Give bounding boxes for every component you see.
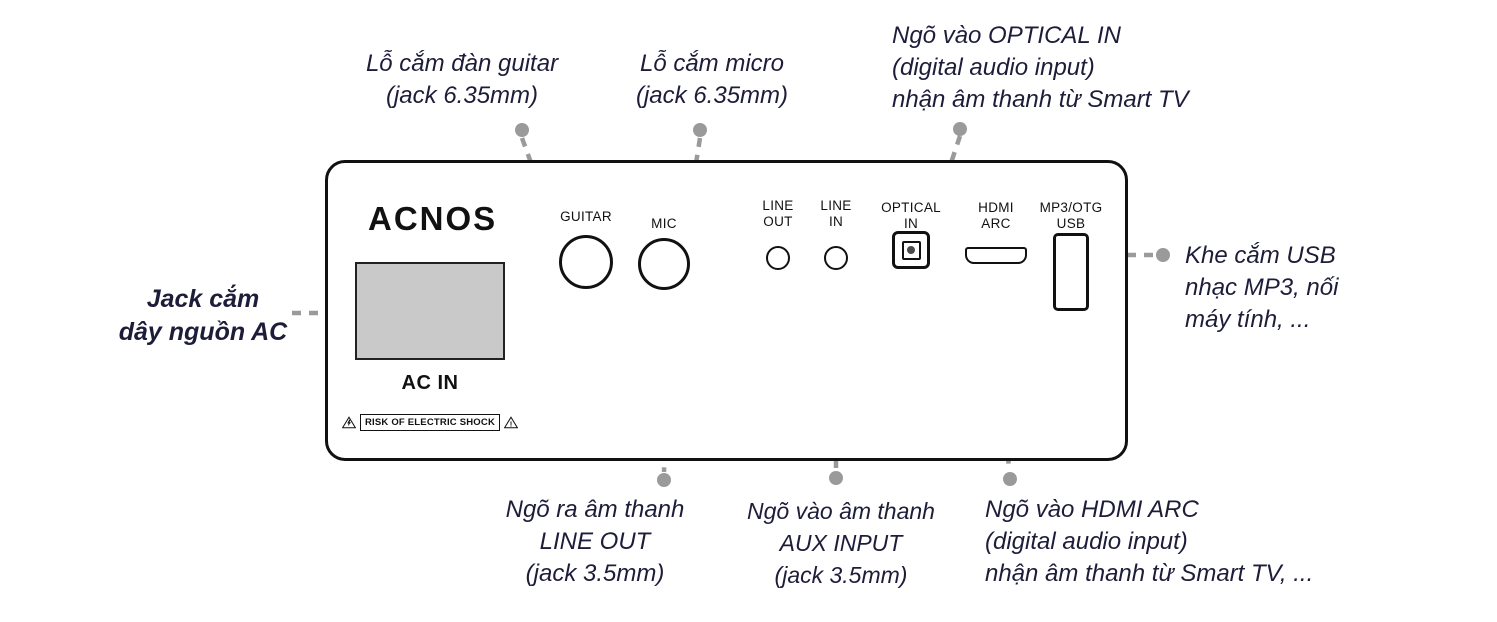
brand-logo: ACNOS bbox=[368, 200, 498, 237]
connector-dot-optical bbox=[953, 122, 967, 136]
usb-port bbox=[1053, 233, 1089, 311]
hdmi-arc-port bbox=[965, 247, 1027, 264]
connector-dot-mic bbox=[693, 123, 707, 137]
line-out-port-label: LINE OUT bbox=[748, 198, 808, 230]
callout-guitar-jack-line1: Lỗ cắm đàn guitar bbox=[365, 50, 559, 77]
callout-aux-in-line3: (jack 3.5mm) bbox=[774, 562, 908, 588]
callout-aux-in: Ngõ vào âm thanh AUX INPUT (jack 3.5mm) bbox=[721, 495, 961, 591]
callout-line-out-line3: (jack 3.5mm) bbox=[525, 560, 665, 587]
guitar-port-label: GUITAR bbox=[560, 209, 612, 224]
connector-dot-line-out bbox=[657, 473, 671, 487]
callout-mic-jack-line1: Lỗ cắm micro bbox=[639, 50, 785, 77]
callout-hdmi-arc-line3: nhận âm thanh từ Smart TV, ... bbox=[985, 560, 1314, 587]
callout-guitar-jack: Lỗ cắm đàn guitar (jack 6.35mm) bbox=[342, 48, 582, 112]
callout-mic-jack-line2: (jack 6.35mm) bbox=[635, 82, 789, 109]
line-out-label-line1: LINE bbox=[762, 198, 794, 213]
optical-in-port bbox=[892, 231, 930, 269]
line-out-jack-port bbox=[766, 246, 790, 270]
callout-hdmi-arc-line2: (digital audio input) bbox=[985, 528, 1188, 555]
callout-usb-line1: Khe cắm USB bbox=[1185, 242, 1336, 269]
hdmi-port-label: HDMI ARC bbox=[960, 200, 1032, 232]
guitar-jack-port bbox=[559, 235, 613, 289]
electric-shock-warning-icon bbox=[342, 416, 356, 429]
line-in-label-line1: LINE bbox=[820, 198, 852, 213]
hdmi-label-line2: ARC bbox=[981, 216, 1011, 231]
optical-label-line2: IN bbox=[903, 216, 919, 231]
optical-in-port-inner bbox=[901, 240, 921, 260]
connector-dot-guitar bbox=[515, 123, 529, 137]
callout-aux-in-line1: Ngõ vào âm thanh bbox=[747, 498, 935, 524]
mic-port-label: MIC bbox=[651, 216, 677, 231]
caution-warning-icon: ! bbox=[504, 416, 518, 429]
ac-power-inlet bbox=[355, 262, 505, 360]
callout-ac-power-line2: dây nguồn AC bbox=[118, 318, 288, 346]
svg-text:!: ! bbox=[510, 420, 513, 429]
usb-label-line1: MP3/OTG bbox=[1039, 200, 1103, 215]
line-in-port-label: LINE IN bbox=[806, 198, 866, 230]
ac-inlet-label: AC IN bbox=[401, 372, 459, 394]
callout-line-out-line2: LINE OUT bbox=[539, 528, 651, 555]
callout-usb-line2: nhạc MP3, nối bbox=[1185, 274, 1339, 301]
usb-label-line2: USB bbox=[1056, 216, 1086, 231]
callout-hdmi-arc: Ngõ vào HDMI ARC (digital audio input) n… bbox=[985, 494, 1385, 590]
connector-dot-hdmi-arc bbox=[1003, 472, 1017, 486]
warning-strip: RISK OF ELECTRIC SHOCK ! bbox=[342, 412, 518, 433]
connector-dot-usb bbox=[1156, 248, 1170, 262]
hdmi-label-line1: HDMI bbox=[978, 200, 1014, 215]
callout-ac-power-line1: Jack cắm bbox=[146, 285, 260, 313]
connector-dot-aux-in bbox=[829, 471, 843, 485]
usb-port-label: MP3/OTG USB bbox=[1032, 200, 1110, 232]
callout-hdmi-arc-line1: Ngõ vào HDMI ARC bbox=[985, 496, 1199, 523]
callout-ac-power: Jack cắm dây nguồn AC bbox=[108, 283, 298, 349]
callout-usb: Khe cắm USB nhạc MP3, nối máy tính, ... bbox=[1185, 240, 1415, 336]
callout-line-out-line1: Ngõ ra âm thanh bbox=[505, 496, 685, 523]
callout-aux-in-line2: AUX INPUT bbox=[779, 530, 903, 556]
callout-guitar-jack-line2: (jack 6.35mm) bbox=[385, 82, 539, 109]
callout-optical-in: Ngõ vào OPTICAL IN (digital audio input)… bbox=[892, 20, 1272, 116]
callout-mic-jack: Lỗ cắm micro (jack 6.35mm) bbox=[602, 48, 822, 112]
line-out-label-line2: OUT bbox=[763, 214, 793, 229]
callout-optical-in-line1: Ngõ vào OPTICAL IN bbox=[892, 22, 1121, 49]
optical-label-line1: OPTICAL bbox=[881, 200, 941, 215]
callout-usb-line3: máy tính, ... bbox=[1185, 306, 1311, 333]
optical-port-label: OPTICAL IN bbox=[874, 200, 948, 232]
mic-jack-port bbox=[638, 238, 690, 290]
optical-in-port-lens bbox=[907, 246, 915, 254]
line-in-label-line2: IN bbox=[828, 214, 844, 229]
line-in-jack-port bbox=[824, 246, 848, 270]
callout-optical-in-line2: (digital audio input) bbox=[892, 54, 1095, 81]
callout-optical-in-line3: nhận âm thanh từ Smart TV bbox=[892, 86, 1189, 113]
callout-line-out: Ngõ ra âm thanh LINE OUT (jack 3.5mm) bbox=[475, 494, 715, 590]
warning-label: RISK OF ELECTRIC SHOCK bbox=[359, 414, 500, 431]
